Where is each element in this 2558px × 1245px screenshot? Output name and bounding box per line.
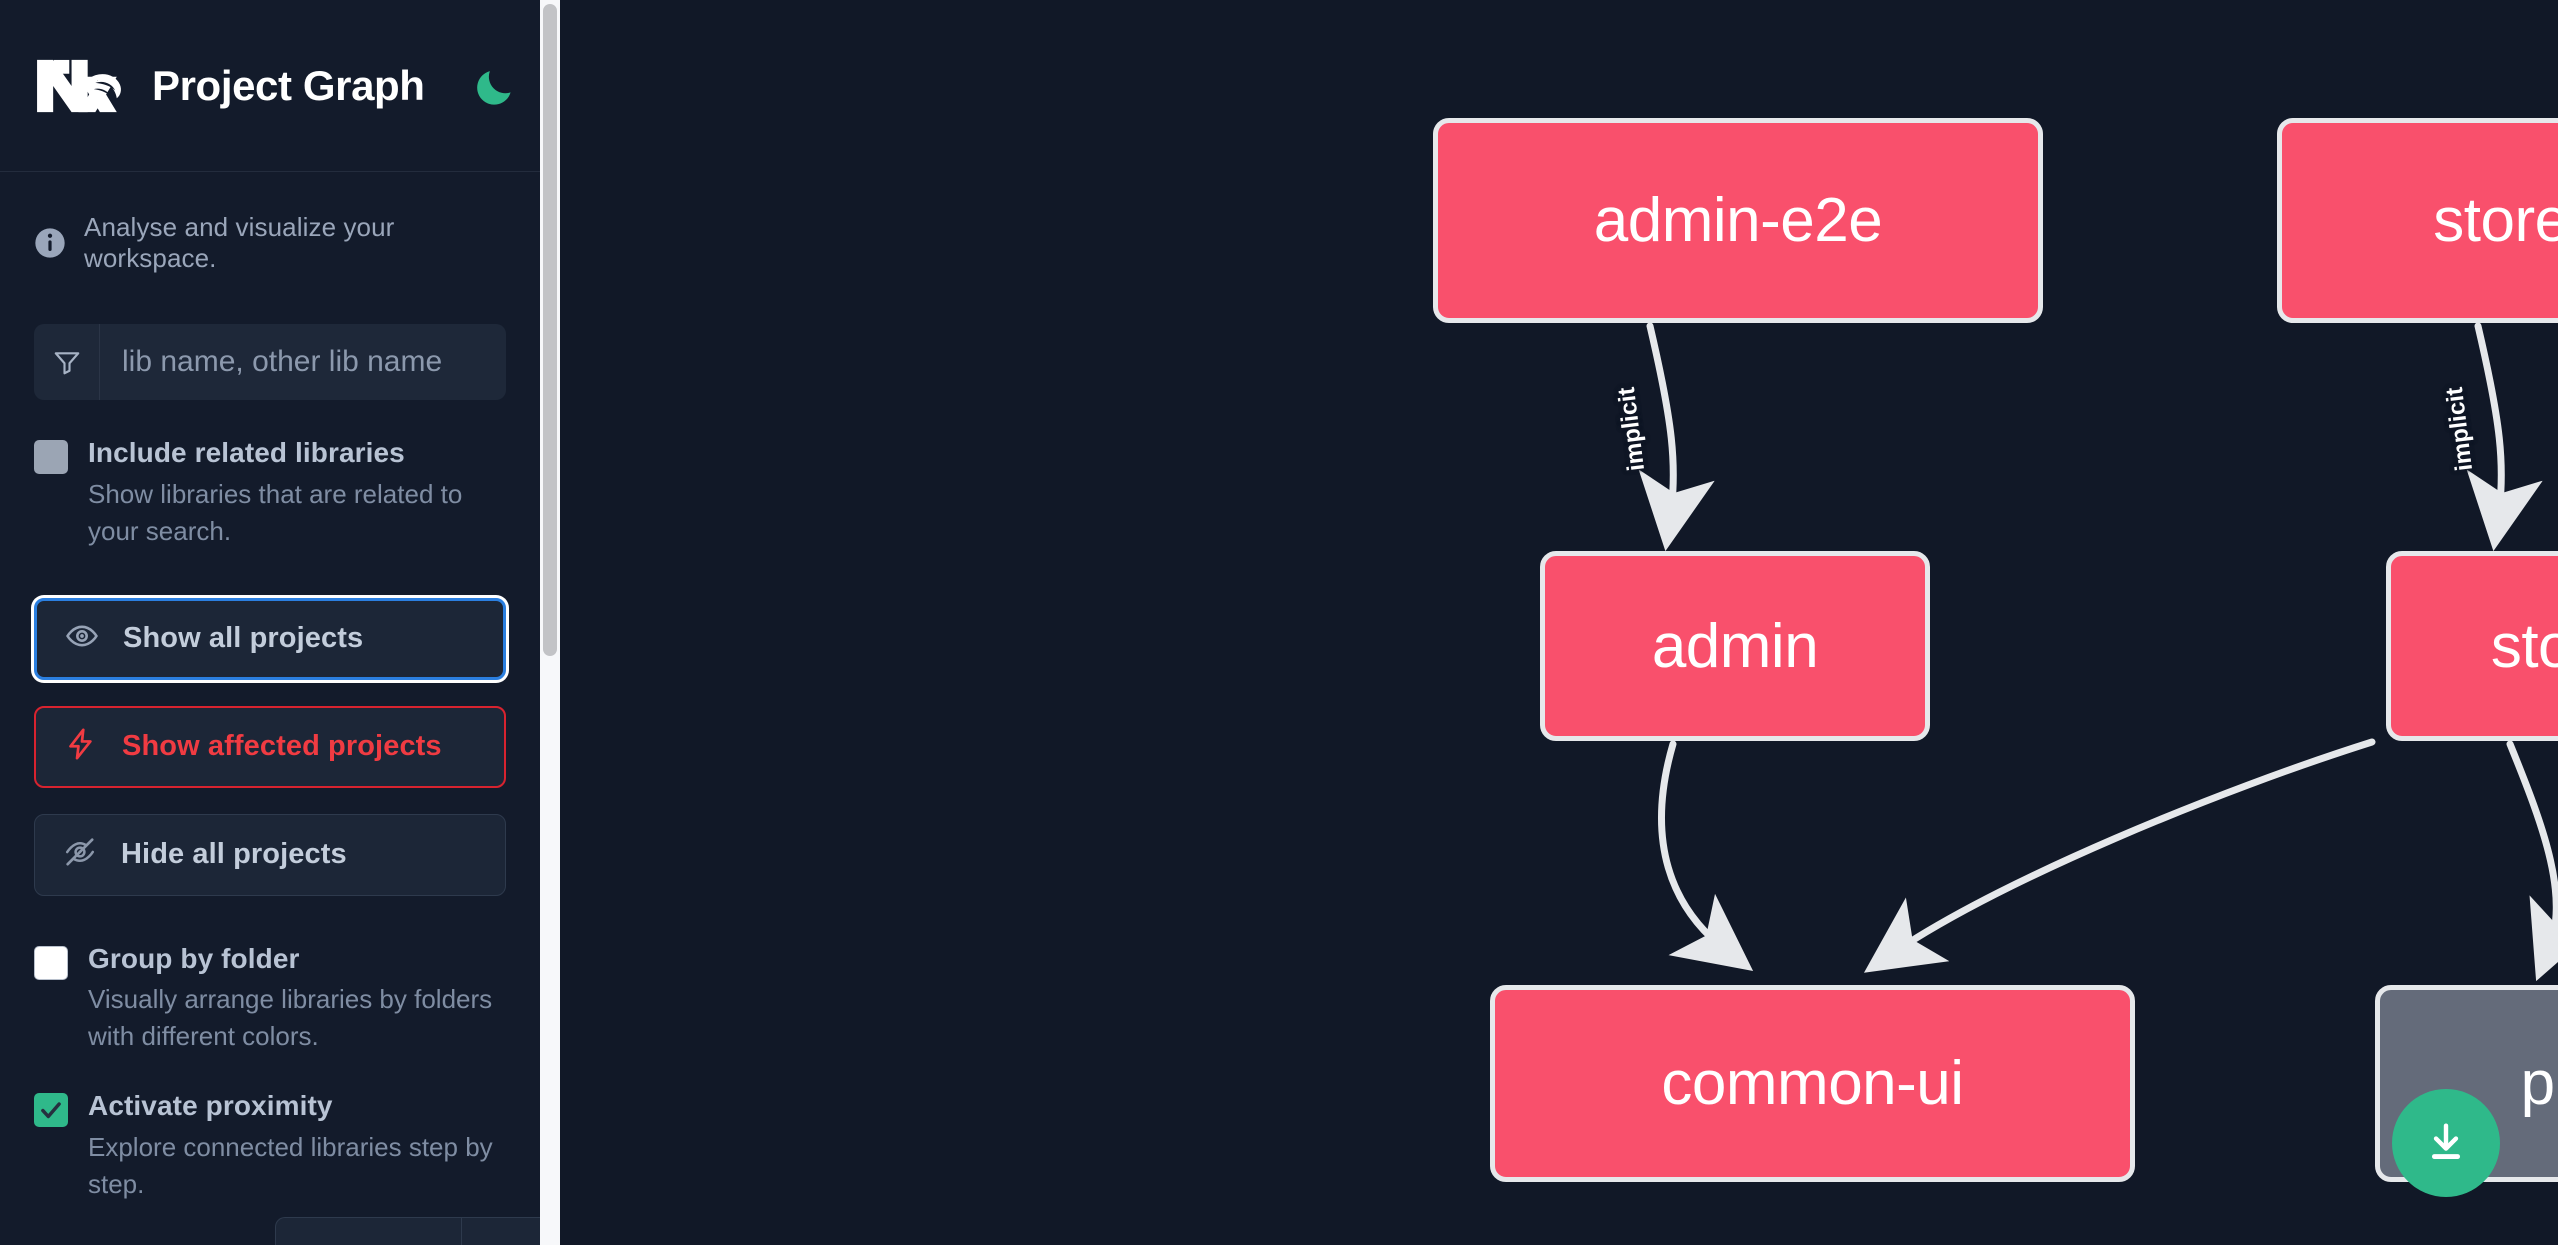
download-icon <box>2423 1119 2469 1168</box>
edge-admin-to-common-ui <box>1658 740 1754 972</box>
sidebar-scrollbar-track[interactable] <box>540 0 560 1245</box>
sidebar-scroll-region: Project Graph Analyse and visualize your… <box>0 0 540 1245</box>
tagline-text: Analyse and visualize your workspace. <box>84 212 395 273</box>
search-input[interactable] <box>100 324 506 400</box>
download-button[interactable] <box>2392 1089 2500 1197</box>
page-title: Project Graph <box>152 61 425 109</box>
graph-node-admin-e2e[interactable]: admin-e2e <box>1433 118 2043 323</box>
eye-off-icon <box>63 835 97 874</box>
graph-node-admin-e2e-label: admin-e2e <box>1593 186 1883 255</box>
hide-all-projects-label: Hide all projects <box>121 838 347 871</box>
graph-canvas[interactable]: admin-e2e store-e2e admin store common-u… <box>560 0 2558 1245</box>
visibility-button-group: Show all projects Show affected projects <box>0 550 540 896</box>
checkbox-group-by-folder-desc: Visually arrange libraries by folders wi… <box>88 984 493 1052</box>
checkbox-activate-proximity[interactable]: Activate proximity Explore connected lib… <box>0 1055 540 1203</box>
graph-node-admin[interactable]: admin <box>1540 551 1930 741</box>
show-affected-projects-label: Show affected projects <box>122 730 442 763</box>
moon-icon[interactable] <box>473 64 517 108</box>
proximity-step-value <box>462 1218 540 1245</box>
proximity-stepper-control[interactable] <box>275 1217 540 1245</box>
graph-node-common-ui-label: common-ui <box>1661 1049 1964 1118</box>
graph-node-admin-label: admin <box>1651 611 1819 681</box>
checkbox-activate-proximity-label: Activate proximity <box>88 1090 333 1122</box>
graph-node-products-label: products <box>2520 1049 2558 1118</box>
checkbox-include-related-libraries-desc: Show libraries that are related to your … <box>88 478 463 546</box>
show-all-projects-button[interactable]: Show all projects <box>34 597 506 680</box>
checkbox-include-related-libraries-label: Include related libraries <box>88 437 405 468</box>
graph-edges <box>1638 322 2558 982</box>
checkbox-group-by-folder[interactable]: Group by folder Visually arrange librari… <box>0 896 540 1056</box>
proximity-step-decrease[interactable] <box>276 1218 463 1245</box>
graph-node-store-e2e[interactable]: store-e2e <box>2277 118 2558 323</box>
filter-field[interactable] <box>34 324 506 400</box>
checkbox-activate-proximity-box[interactable] <box>34 1093 68 1128</box>
sidebar-header: Project Graph <box>0 0 540 172</box>
show-all-projects-label: Show all projects <box>123 622 364 655</box>
checkbox-include-related-libraries[interactable]: Include related libraries Show libraries… <box>0 400 540 550</box>
eye-icon <box>65 619 99 658</box>
show-affected-projects-button[interactable]: Show affected projects <box>34 705 506 788</box>
edge-store-to-products <box>2506 740 2558 982</box>
edge-admin-e2e-to-admin <box>1638 322 1715 552</box>
nx-logo-icon <box>34 55 126 117</box>
checkbox-group-by-folder-label: Group by folder <box>88 942 300 974</box>
lightning-icon <box>64 727 98 766</box>
hide-all-projects-button[interactable]: Hide all projects <box>34 813 506 896</box>
sidebar-scrollbar-thumb[interactable] <box>543 4 557 656</box>
edge-store-to-common-ui <box>1863 738 2376 973</box>
filter-funnel-icon <box>34 324 100 400</box>
sidebar: Project Graph Analyse and visualize your… <box>0 0 560 1245</box>
graph-node-common-ui[interactable]: common-ui <box>1490 985 2135 1182</box>
edge-store-e2e-to-store <box>2466 322 2543 552</box>
graph-node-store[interactable]: store <box>2386 551 2558 741</box>
graph-node-store-label: store <box>2490 611 2558 681</box>
checkbox-activate-proximity-desc: Explore connected libraries step by step… <box>88 1132 493 1199</box>
checkbox-group-by-folder-box[interactable] <box>34 945 68 980</box>
tagline: Analyse and visualize your workspace. <box>0 172 540 274</box>
info-icon <box>34 227 66 259</box>
checkbox-include-related-libraries-box[interactable] <box>34 440 68 474</box>
graph-node-store-e2e-label: store-e2e <box>2433 186 2558 255</box>
